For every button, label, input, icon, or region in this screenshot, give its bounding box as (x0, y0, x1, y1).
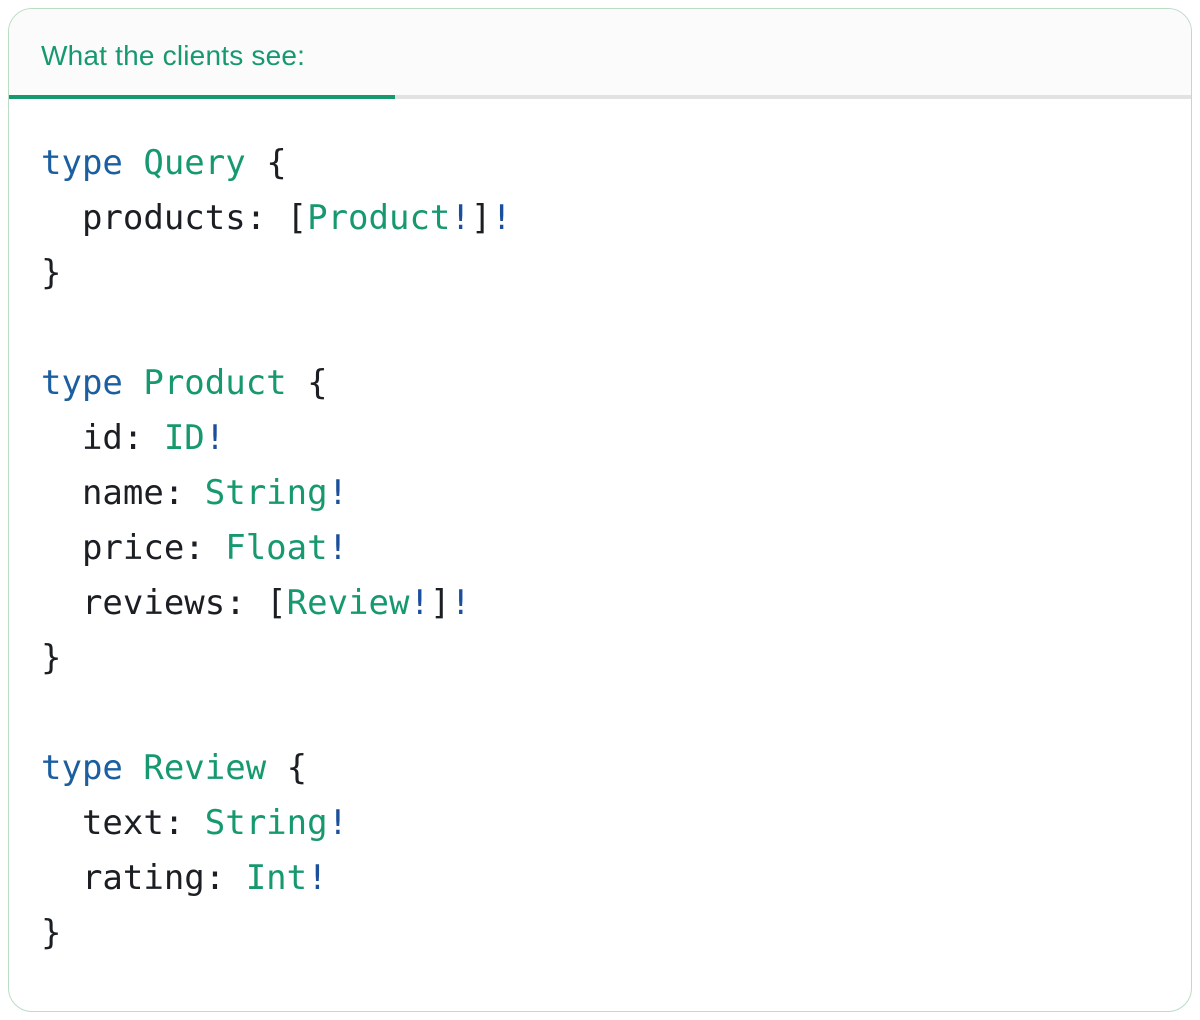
code-line (41, 686, 1159, 741)
schema-code-panel: What the clients see: type Query { produ… (8, 8, 1192, 1012)
code-block: type Query { products: [Product!]!} type… (9, 99, 1191, 1001)
code-line: rating: Int! (41, 858, 328, 898)
code-line: type Product { (41, 363, 328, 403)
code-line: name: String! (41, 473, 349, 513)
code-line: id: ID! (41, 418, 226, 458)
code-line: type Query { (41, 143, 287, 183)
code-line: } (41, 913, 62, 953)
code-line: products: [Product!]! (41, 198, 512, 238)
code-line (41, 301, 1159, 356)
tab-what-clients-see-label: What the clients see: (41, 40, 306, 71)
code-line: } (41, 638, 62, 678)
tab-what-clients-see[interactable]: What the clients see: (9, 9, 395, 99)
code-line: } (41, 253, 62, 293)
code-line: type Review { (41, 748, 308, 788)
code-line: text: String! (41, 803, 349, 843)
code-line: price: Float! (41, 528, 349, 568)
code-line: reviews: [Review!]! (41, 583, 471, 623)
tab-bar: What the clients see: (9, 9, 1191, 99)
